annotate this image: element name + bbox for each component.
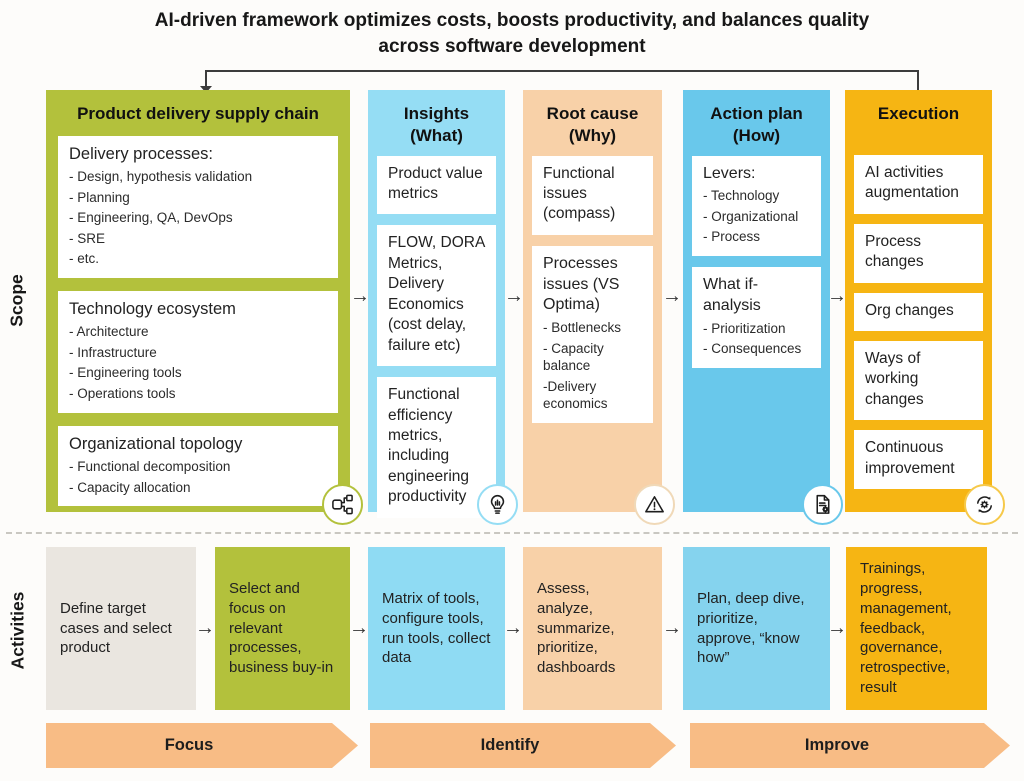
scope-box-product-value-metrics: Product value metrics bbox=[377, 155, 496, 215]
scope-box-technology-ecosystem: Technology ecosystem - Architecture - In… bbox=[58, 290, 338, 413]
box-title: Levers: bbox=[703, 164, 756, 182]
gear-sync-icon bbox=[964, 484, 1005, 525]
box-item: - Capacity allocation bbox=[69, 479, 191, 495]
scope-box-what-if-analysis: What if- analysis - Prioritization - Con… bbox=[692, 266, 821, 368]
box-text: Product value metrics bbox=[388, 164, 483, 202]
scope-box-org-changes: Org changes bbox=[854, 292, 983, 332]
scope-box-organizational-topology: Organizational topology - Functional dec… bbox=[58, 425, 338, 507]
box-title: Processes issues (VS Optima) bbox=[543, 254, 620, 314]
box-text: Continuous improvement bbox=[865, 439, 955, 477]
banner-improve: Improve bbox=[690, 723, 1010, 768]
activity-box-define-target: Define target cases and select product bbox=[46, 547, 196, 710]
scope-box-ways-of-working-changes: Ways of working changes bbox=[854, 341, 983, 421]
scope-box-flow-dora-metrics: FLOW, DORA Metrics, Delivery Economics (… bbox=[377, 225, 496, 367]
box-item: - Consequences bbox=[703, 341, 802, 357]
box-item: - Capacity balance bbox=[543, 340, 604, 374]
box-item: -Delivery economics bbox=[543, 378, 608, 412]
box-item: - Prioritization bbox=[703, 320, 786, 336]
banner-focus: Focus bbox=[46, 723, 358, 768]
box-item: - Operations tools bbox=[69, 386, 176, 401]
column-header: Action plan (How) bbox=[710, 104, 803, 145]
box-item: - Planning bbox=[69, 189, 130, 205]
activities-axis-label: Activities bbox=[7, 591, 28, 670]
section-divider bbox=[6, 532, 1018, 534]
column-product-delivery-supply-chain: Product delivery supply chain Delivery p… bbox=[46, 90, 363, 525]
box-item: - Architecture bbox=[69, 324, 149, 340]
column-execution: Execution AI activities augmentation Pro… bbox=[845, 90, 1005, 525]
banner-label: Identify bbox=[480, 736, 540, 754]
flow-arrow-icon: → bbox=[827, 617, 847, 639]
scope-box-levers: Levers: - Technology - Organizational - … bbox=[692, 155, 821, 256]
column-action-plan: Action plan (How) Levers: - Technology -… bbox=[683, 90, 843, 525]
column-header: Product delivery supply chain bbox=[77, 104, 319, 123]
flow-arrow-icon: → bbox=[350, 285, 370, 307]
flow-arrow-icon: → bbox=[349, 617, 369, 639]
box-title: Technology ecosystem bbox=[69, 299, 236, 318]
scope-box-process-changes: Process changes bbox=[854, 223, 983, 283]
scope-box-continuous-improvement: Continuous improvement bbox=[854, 430, 983, 490]
lightbulb-icon bbox=[477, 484, 518, 525]
box-item: - Infrastructure bbox=[69, 344, 157, 360]
scope-axis-label: Scope bbox=[6, 274, 27, 327]
banner-label: Focus bbox=[164, 736, 214, 754]
box-item: - Functional decomposition bbox=[69, 458, 231, 474]
document-gear-icon bbox=[802, 484, 843, 525]
scope-box-processes-issues: Processes issues (VS Optima) - Bottlenec… bbox=[532, 245, 653, 423]
activity-text: Matrix of tools, configure tools, run to… bbox=[382, 589, 491, 667]
feedback-arrowhead-icon bbox=[200, 86, 212, 93]
scope-box-functional-efficiency-metrics: Functional efficiency metrics, including… bbox=[377, 377, 496, 518]
activity-text: Define target cases and select product bbox=[60, 599, 172, 657]
box-text: Functional efficiency metrics, including… bbox=[388, 386, 470, 506]
feedback-loop-line bbox=[205, 70, 919, 91]
box-item: - Technology bbox=[703, 188, 780, 204]
column-insights: Insights (What) Product value metrics FL… bbox=[368, 90, 518, 525]
activity-box-plan-deep-dive: Plan, deep dive, prioritize, approve, “k… bbox=[683, 547, 830, 710]
workflow-icon bbox=[322, 484, 363, 525]
warning-icon bbox=[634, 484, 675, 525]
activity-text: Plan, deep dive, prioritize, approve, “k… bbox=[697, 589, 805, 667]
box-text: Ways of working changes bbox=[865, 350, 924, 408]
box-item: - etc. bbox=[69, 251, 100, 267]
box-title: Delivery processes: bbox=[69, 144, 213, 163]
page-title: AI-driven framework optimizes costs, boo… bbox=[154, 10, 870, 57]
box-text: Process changes bbox=[865, 232, 924, 271]
box-text: AI activities augmentation bbox=[865, 163, 959, 202]
activity-box-matrix-of-tools: Matrix of tools, configure tools, run to… bbox=[368, 547, 505, 710]
box-text: Org changes bbox=[865, 301, 954, 319]
column-header: Execution bbox=[877, 104, 960, 123]
box-title: Organizational topology bbox=[69, 434, 243, 453]
box-item: - Engineering tools bbox=[69, 365, 182, 381]
flow-arrow-icon: → bbox=[662, 617, 682, 639]
box-item: - Bottlenecks bbox=[543, 320, 622, 336]
column-header: Root cause (Why) bbox=[546, 104, 639, 145]
column-header: Insights (What) bbox=[403, 104, 470, 145]
activity-box-assess-analyze: Assess, analyze, summarize, prioritize, … bbox=[523, 547, 662, 710]
box-item: - Organizational bbox=[703, 208, 799, 224]
banner-label: Improve bbox=[804, 736, 870, 754]
flow-arrow-icon: → bbox=[195, 617, 215, 639]
activity-text: Assess, analyze, summarize, prioritize, … bbox=[537, 579, 616, 677]
scope-box-ai-activities-augmentation: AI activities augmentation bbox=[854, 154, 983, 214]
flow-arrow-icon: → bbox=[504, 285, 524, 307]
box-item: - Design, hypothesis validation bbox=[69, 169, 253, 185]
flow-arrow-icon: → bbox=[503, 617, 523, 639]
activity-box-trainings-progress: Trainings, progress, management, feedbac… bbox=[846, 547, 987, 710]
activity-text: Trainings, progress, management, feedbac… bbox=[860, 559, 952, 697]
box-item: - Engineering, QA, DevOps bbox=[69, 210, 233, 226]
flow-arrow-icon: → bbox=[662, 285, 682, 307]
column-root-cause: Root cause (Why) Functional issues (comp… bbox=[523, 90, 675, 525]
scope-box-delivery-processes: Delivery processes: - Design, hypothesis… bbox=[58, 135, 338, 278]
activity-box-select-focus: Select and focus on relevant processes, … bbox=[215, 547, 350, 710]
box-text: FLOW, DORA Metrics, Delivery Economics (… bbox=[388, 234, 485, 354]
scope-box-functional-issues: Functional issues (compass) bbox=[532, 155, 653, 235]
box-item: - Process bbox=[703, 229, 761, 245]
box-text: Functional issues (compass) bbox=[543, 164, 616, 223]
box-item: - SRE bbox=[69, 230, 106, 246]
box-title: What if- analysis bbox=[703, 275, 761, 314]
banner-identify: Identify bbox=[370, 723, 676, 768]
activity-text: Select and focus on relevant processes, … bbox=[229, 579, 334, 677]
flow-arrow-icon: → bbox=[827, 285, 847, 307]
